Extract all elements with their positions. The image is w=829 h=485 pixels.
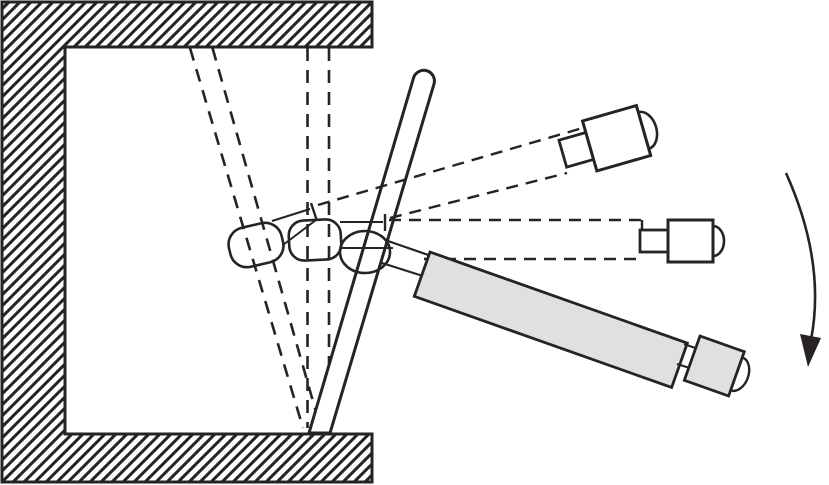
- middle-cylinder-block: [666, 218, 715, 264]
- solid-rod-line: [381, 261, 427, 279]
- flap-phantom-open: [188, 47, 322, 429]
- rotation-arrow: [784, 172, 821, 367]
- solid-end-fitting: [682, 334, 751, 398]
- frame-hatched-wall: [0, 0, 374, 484]
- upper-ball-cap: [637, 110, 659, 151]
- upper-body-top-outline: [317, 125, 587, 207]
- upper-cylinder-block: [580, 103, 653, 173]
- gas-spring-phantom-upper: [271, 103, 659, 246]
- middle-end-fitting: [638, 218, 726, 264]
- rotation-arrow-shaft: [784, 172, 817, 341]
- flap-solid: [306, 68, 436, 435]
- rod-eye-solid: [338, 229, 392, 275]
- rod-eye-vertical: [287, 218, 343, 262]
- middle-ball-cap: [712, 224, 726, 258]
- upper-rod-line: [271, 208, 311, 222]
- gas-spring-phantom-middle: [340, 214, 726, 264]
- solid-end-block: [682, 334, 747, 398]
- solid-cylinder-body: [412, 250, 690, 390]
- middle-rod-block: [638, 228, 670, 254]
- rotation-arrow-head: [800, 334, 821, 367]
- rod-eye-open: [227, 221, 285, 269]
- upper-body-bottom-outline: [389, 171, 568, 220]
- upper-end-fitting: [557, 103, 659, 173]
- solid-ball-cap: [730, 356, 751, 393]
- gas-spring-solid: [381, 239, 751, 398]
- upper-rod-end-tick: [309, 202, 319, 222]
